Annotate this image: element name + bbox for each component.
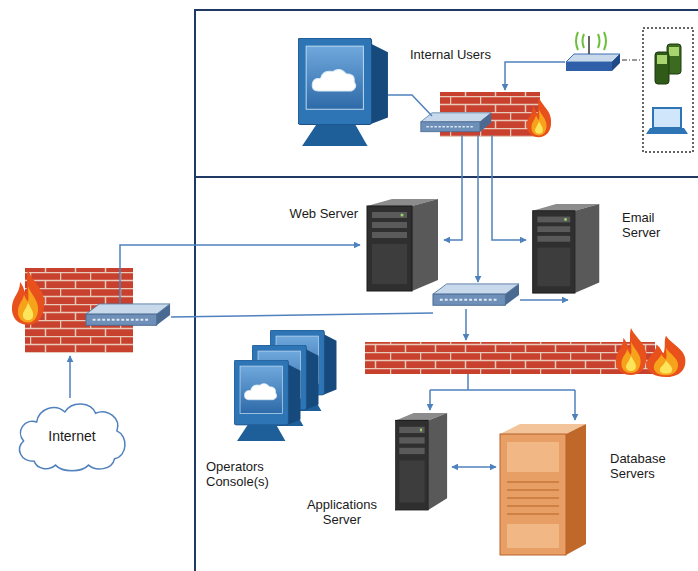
web-server (367, 199, 438, 291)
operator-console (234, 360, 300, 441)
firewall-flame (647, 336, 686, 377)
link-line (444, 135, 462, 240)
user-pc (298, 38, 388, 146)
firewall-flame (527, 98, 551, 137)
link-line (465, 309, 467, 340)
link-line (120, 245, 360, 303)
network-frame (195, 10, 698, 571)
laptop (646, 108, 688, 134)
cloud-node: Internet (13, 398, 131, 474)
link-line (388, 95, 432, 116)
cloud-shape (20, 404, 125, 471)
pc-node: Internal Users (298, 38, 390, 150)
wireless-link (622, 60, 642, 61)
applications-server (396, 413, 447, 510)
link-line (492, 135, 526, 240)
link-line (477, 135, 479, 282)
server-node: Web Server (362, 198, 442, 293)
firewall-flame (616, 328, 647, 375)
link-line (505, 62, 565, 90)
server-node: Email Server (528, 203, 603, 295)
cloud-label: Internet (48, 428, 95, 444)
link-line (520, 299, 568, 301)
mobile-phones (655, 44, 681, 84)
database-server (500, 424, 586, 555)
console-node: Operators Console(s) (228, 330, 340, 445)
network-links (70, 62, 575, 420)
network-switch (86, 304, 170, 325)
device-label: Web Server (280, 207, 358, 222)
device-label: Applications Server (296, 498, 388, 528)
link-line (429, 390, 431, 410)
link-line (69, 356, 71, 398)
connector-arrow (452, 466, 496, 468)
device-label: Operators Console(s) (206, 460, 298, 490)
firewall-flame (12, 270, 44, 325)
server-node: Applications Server (392, 412, 450, 512)
internal-firewall (365, 342, 655, 374)
device-label: Internal Users (410, 48, 520, 63)
wifi-router (566, 32, 620, 71)
device-label: Database Servers (610, 452, 690, 482)
email-server (533, 204, 600, 293)
network-switch (433, 284, 519, 305)
device-label: Email Server (622, 211, 680, 241)
mobile-devices-group (643, 28, 693, 152)
link-line (171, 313, 433, 317)
database-node: Database Servers (498, 422, 588, 557)
link-line (574, 390, 576, 420)
link-line (430, 374, 575, 390)
zone-divider (195, 176, 698, 178)
